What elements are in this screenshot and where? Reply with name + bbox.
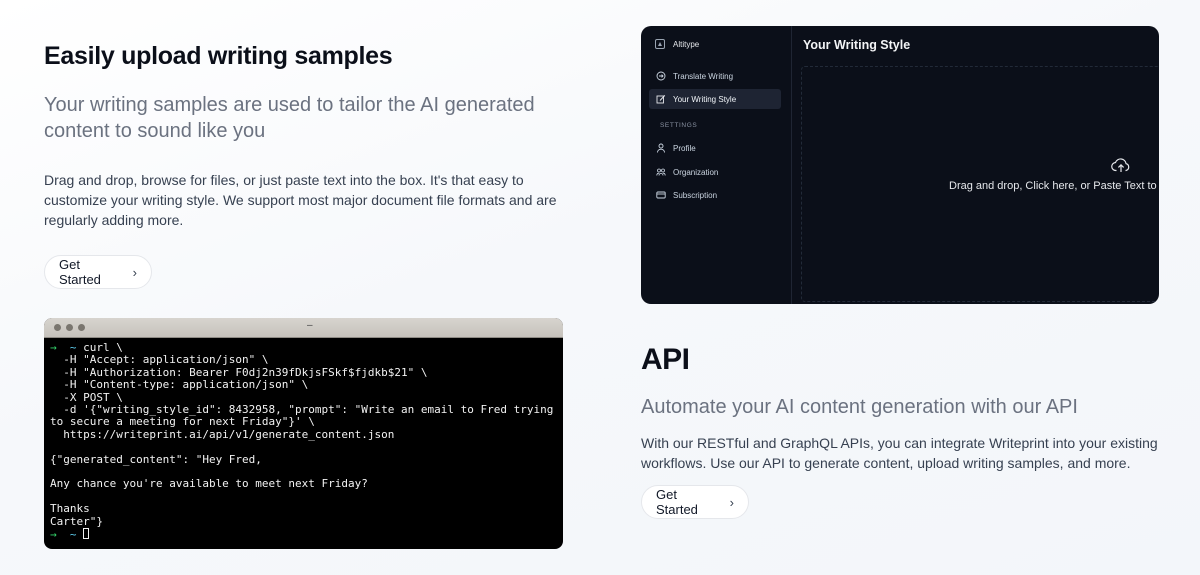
terminal-titlebar: – [44, 318, 563, 338]
sidebar-item-profile[interactable]: Profile [649, 138, 781, 158]
cloud-upload-icon[interactable] [1111, 157, 1131, 178]
sidebar-item-subscription[interactable]: Subscription [649, 185, 781, 205]
sidebar-item-label: Profile [673, 143, 696, 153]
prompt-arrow-icon: → [50, 341, 57, 354]
sidebar-item-organization[interactable]: Organization [649, 162, 781, 182]
sidebar-item-label: Organization [673, 167, 719, 177]
api-section-title: API [641, 343, 690, 376]
chevron-right-icon: › [132, 264, 137, 280]
window-controls [54, 324, 85, 331]
minimize-window-icon[interactable] [66, 324, 73, 331]
upload-get-started-button[interactable]: Get Started › [44, 255, 152, 289]
terminal-line: Thanks [50, 502, 90, 516]
user-icon [656, 143, 666, 153]
terminal-line: -H "Accept: application/json" \ [50, 353, 269, 367]
api-get-started-button[interactable]: Get Started › [641, 485, 749, 519]
terminal-line: Carter"} [50, 514, 103, 528]
writing-sample-dropzone[interactable] [801, 66, 1159, 302]
terminal-line: -H "Content-type: application/json" \ [50, 378, 309, 392]
maximize-window-icon[interactable] [78, 324, 85, 331]
terminal-output[interactable]: → ~ curl \ -H "Accept: application/json"… [50, 341, 554, 542]
terminal-line: to secure a meeting for next Friday"}' \ [50, 415, 315, 429]
upload-section-description: Drag and drop, browse for files, or just… [44, 172, 557, 228]
writing-style-app-preview: Altitype Translate Writing Your Writing … [641, 26, 1159, 304]
altitype-logo-icon [655, 39, 665, 49]
terminal-line: {"generated_content": "Hey Fred, [50, 452, 262, 466]
terminal-line: -d '{"writing_style_id": 8432958, "promp… [50, 403, 554, 417]
arrow-circle-icon [656, 71, 666, 81]
terminal-line: curl \ [83, 341, 123, 354]
terminal-line: https://writeprint.ai/api/v1/generate_co… [50, 427, 395, 441]
close-window-icon[interactable] [54, 324, 61, 331]
api-section-description: With our RESTful and GraphQL APIs, you c… [641, 435, 1158, 471]
card-icon [656, 190, 666, 200]
sidebar-item-label: Subscription [673, 190, 718, 200]
terminal-line: Any chance you're available to meet next… [50, 477, 368, 491]
terminal-line: -H "Authorization: Bearer F0dj2n39fDkjsF… [50, 365, 428, 379]
get-started-label: Get Started [59, 257, 101, 287]
app-sidebar: Altitype Translate Writing Your Writing … [641, 26, 792, 304]
edit-icon [656, 94, 666, 104]
prompt-home: ~ [69, 341, 77, 354]
upload-section-subtitle: Your writing samples are used to tailor … [44, 94, 535, 142]
prompt-home: ~ [69, 528, 77, 542]
sidebar-item-label: Translate Writing [673, 71, 734, 81]
dropzone-instructions[interactable]: Drag and drop, Click here, or Paste Text… [949, 180, 1157, 192]
sidebar-item-label: Your Writing Style [673, 94, 737, 104]
terminal-cursor [83, 528, 90, 540]
api-section-subtitle: Automate your AI content generation with… [641, 396, 1078, 418]
app-brand-name: Altitype [673, 39, 700, 49]
get-started-label: Get Started [656, 487, 698, 517]
terminal-title: – [307, 320, 313, 331]
sidebar-item-your-writing-style[interactable]: Your Writing Style [649, 89, 781, 109]
terminal-line: -X POST \ [50, 390, 123, 404]
prompt-arrow-icon: → [50, 528, 57, 542]
app-main-title: Your Writing Style [803, 38, 911, 52]
sidebar-item-translate-writing[interactable]: Translate Writing [649, 66, 781, 86]
upload-section-title: Easily upload writing samples [44, 42, 393, 70]
app-brand: Altitype [655, 39, 699, 49]
terminal-window: – → ~ curl \ -H "Accept: application/jso… [44, 318, 563, 549]
chevron-right-icon: › [729, 494, 734, 510]
team-icon [656, 167, 666, 177]
settings-section-label: SETTINGS [660, 122, 698, 129]
